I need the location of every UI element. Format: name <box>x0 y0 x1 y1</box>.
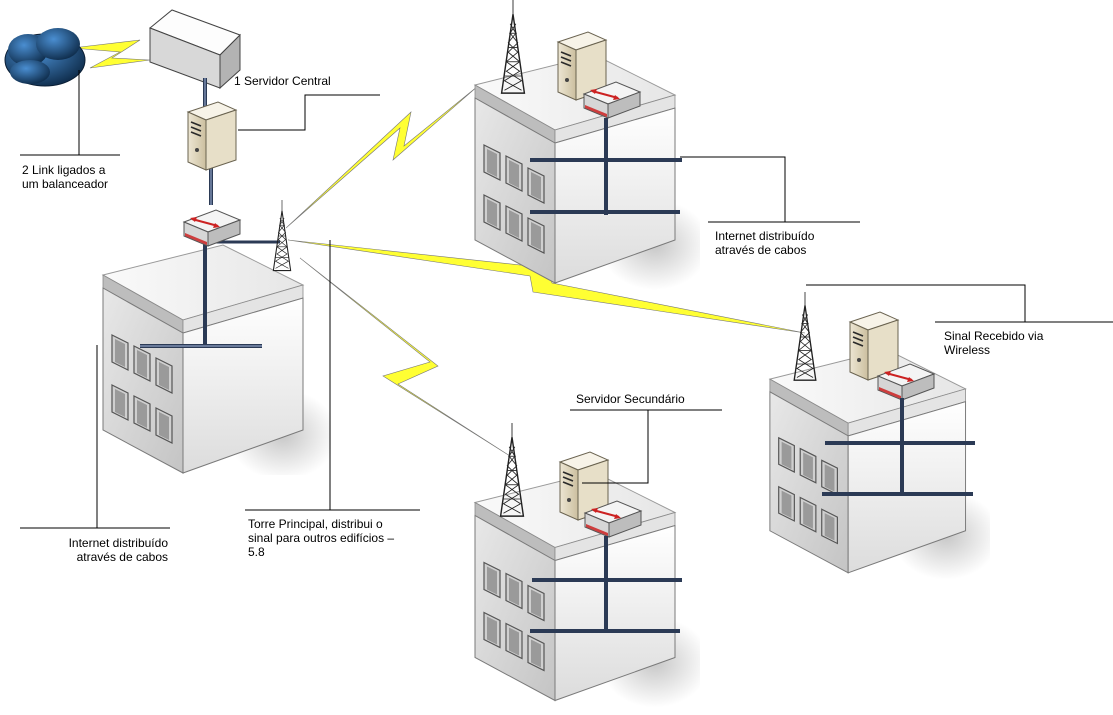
callout-wireless <box>806 284 1026 322</box>
right-server-icon <box>850 312 898 380</box>
right-building-cables <box>822 398 975 496</box>
top-building-cables <box>530 118 682 215</box>
main-tower-icon <box>272 200 292 272</box>
load-balancer-icon <box>149 9 241 90</box>
central-server-label: 1 Servidor Central <box>234 74 331 88</box>
main-internet-label: Internet distribuído através de cabos <box>68 536 168 564</box>
main-building <box>102 244 331 475</box>
bottom-building-cables <box>530 536 682 633</box>
callout-top-internet <box>680 156 786 222</box>
internet-cloud-icon <box>4 28 86 87</box>
main-tower-label: Torre Principal, distribui o sinal para … <box>248 517 395 559</box>
top-internet-label: Internet distribuído através de cabos <box>715 229 815 257</box>
central-server-icon <box>188 102 236 170</box>
wireless-bolt-to-bottom-building <box>299 257 511 457</box>
callout-central-server <box>238 94 380 131</box>
right-tower-icon <box>793 292 817 381</box>
secondary-server-label: Servidor Secundário <box>576 392 685 406</box>
wireless-bolt-to-top-building <box>285 85 479 229</box>
callout-lines <box>20 70 1113 529</box>
callout-secondary-server <box>582 410 649 484</box>
wireless-label: Sinal Recebido via Wireless <box>944 329 1044 357</box>
two-links-label: 2 Link ligados a um balanceador <box>22 163 109 191</box>
main-building-cables <box>140 230 280 348</box>
